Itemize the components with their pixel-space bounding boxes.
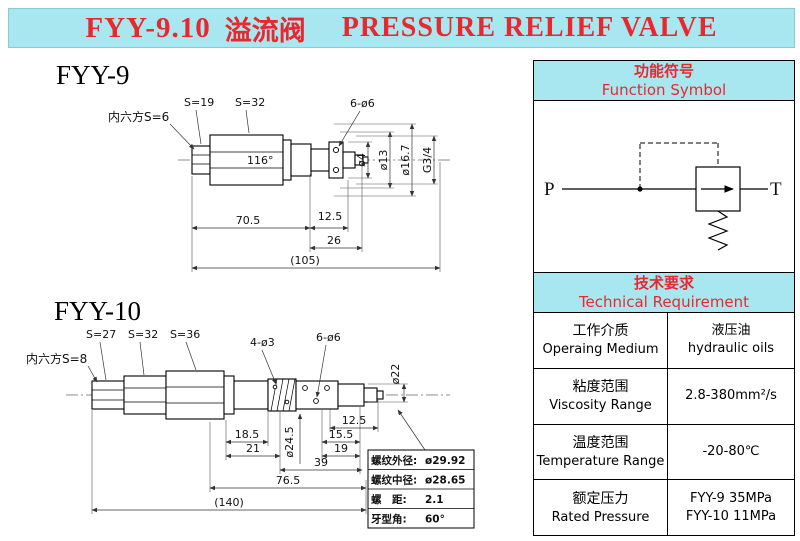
title-model: FYY-9.10 [85,11,211,44]
spec-value-line1: 液压油 [711,323,751,339]
spec-value: FYY-9 35MPa FYY-10 11MPa [668,480,794,535]
spring-symbol [706,210,729,251]
function-symbol-header: 功能符号 Function Symbol [534,61,794,101]
fyy10-dim-18-5: 18.5 [235,428,260,441]
function-symbol-title-en: Function Symbol [601,80,727,99]
fyy10-dim-holes4: 4-ø3 [250,336,275,349]
fyy9-length-dimensions: 70.5 12.5 26 (105) [191,162,441,272]
technical-title-cn: 技术要求 [633,273,694,292]
function-symbol-title-cn: 功能符号 [633,61,694,80]
spec-value-line1: FYY-9 35MPa [690,490,772,506]
fyy10-dim-s27: S=27 [86,328,116,341]
technical-drawings: FYY-9 S=19 S=32 内六方S=6 6-ø6 116° [26,60,475,529]
spec-label-en: Rated Pressure [551,509,650,525]
spec-value-line1: -20-80℃ [702,443,760,459]
fyy9-dim-d13: ø13 [377,150,390,171]
technical-requirement-header: 技术要求 Technical Requirement [534,273,794,313]
fyy10-dim-d22: ø22 [389,364,402,385]
fyy9-drawing: FYY-9 S=19 S=32 内六方S=6 6-ø6 116° [56,60,452,272]
fyy9-label: FYY-9 [56,60,130,90]
fyy9-diameter-dimensions: ø4 ø13 ø16.7 G3/4 [334,123,438,197]
title-english: PRESSURE RELIEF VALVE [341,12,718,43]
spec-value-line1: 2.8-380mm²/s [685,388,777,404]
fyy9-dim-thread: G3/4 [421,147,434,173]
fyy9-dim-12-5: 12.5 [318,210,343,223]
spec-value: 2.8-380mm²/s [668,369,794,424]
fyy9-dim-d4: ø4 [355,153,368,167]
thread-angle-value: 60° [425,514,445,526]
fyy9-dim-s19: S=19 [184,96,214,109]
fyy9-dim-holes: 6-ø6 [350,97,375,110]
spec-table: 工作介质 Operaing Medium 液压油 hydraulic oils … [534,313,794,535]
thread-pitch-value: 2.1 [425,494,444,506]
fyy10-dim-hex-socket: 内六方S=8 [26,351,87,366]
spec-label: 工作介质 Operaing Medium [534,313,668,368]
fyy10-dim-39: 39 [314,456,328,469]
fyy10-dim-76-5: 76.5 [276,474,301,487]
fyy10-dim-12-5: 12.5 [342,414,367,427]
thread-angle-label: 牙型角: [371,513,407,526]
fyy9-dim-angle: 116° [247,154,274,167]
fyy9-callouts: S=19 S=32 内六方S=6 6-ø6 116° [108,96,375,167]
fyy9-dim-d16-7: ø16.7 [399,144,412,175]
fyy10-callouts: S=27 S=32 S=36 内六方S=8 4-ø3 6-ø6 [26,328,341,398]
spec-value-line2: FYY-10 11MPa [685,508,777,524]
fyy10-drawing: FYY-10 S=27 S=32 S=36 [26,296,475,529]
thread-pd-value: ø28.65 [425,475,465,487]
title-banner: FYY-9.10 溢流阀 PRESSURE RELIEF VALVE [8,8,795,48]
thread-spec-table: 螺纹外径: ø29.92 螺纹中径: ø28.65 螺 距: 2.1 牙型角: … [367,409,475,529]
spec-label-en: Temperature Range [536,453,665,469]
fyy10-dim-19: 19 [334,442,348,455]
fyy9-dim-105: (105) [290,254,320,267]
thread-od-label: 螺纹外径: [371,454,417,467]
fyy9-dim-s32: S=32 [235,96,265,109]
spec-label-en: Operaing Medium [542,342,659,358]
spec-value-line2: hydraulic oils [687,341,775,357]
fyy10-length-dimensions: 18.5 12.5 15.5 21 19 39 76.5 (140) [91,400,379,514]
spec-label-cn: 工作介质 [572,323,629,340]
fyy10-diameter-dimensions: ø22 ø24.5 [283,364,408,464]
spec-value: -20-80℃ [668,425,794,480]
port-p-label: P [544,179,555,200]
fyy9-dim-26: 26 [327,234,341,247]
spec-label: 额定压力 Rated Pressure [534,480,668,535]
spec-label-cn: 粘度范围 [572,379,629,396]
thread-pd-label: 螺纹中径: [371,474,417,487]
fyy10-dim-s32: S=32 [128,328,158,341]
fyy10-dim-s36: S=36 [170,328,200,341]
fyy9-dim-70-5: 70.5 [236,214,261,227]
spec-label-cn: 额定压力 [572,490,629,507]
spec-row-viscosity-range: 粘度范围 Viscosity Range 2.8-380mm²/s [534,368,794,425]
fyy10-dim-15-5: 15.5 [329,428,354,441]
spec-label-cn: 温度范围 [572,434,629,451]
fyy9-valve-body [191,134,369,186]
fyy9-dim-hex-socket: 内六方S=6 [108,109,169,124]
spec-label: 粘度范围 Viscosity Range [534,368,668,424]
technical-title-en: Technical Requirement [578,292,750,311]
thread-od-value: ø29.92 [425,455,465,467]
spec-row-operating-medium: 工作介质 Operaing Medium 液压油 hydraulic oils [534,313,794,369]
function-symbol-diagram: P T [544,142,782,251]
spec-label: 温度范围 Temperature Range [534,424,668,480]
fyy10-dim-140: (140) [214,496,244,509]
thread-pitch-label: 螺 距: [371,493,407,506]
title-chinese: 溢流阀 [224,15,306,46]
fyy10-dim-holes6: 6-ø6 [316,331,341,344]
fyy10-dim-21: 21 [246,442,260,455]
function-symbol-cell: P T [534,101,794,273]
fyy10-valve-body [91,370,384,420]
fyy10-dim-d24-5: ø24.5 [283,426,296,457]
spec-row-temperature-range: 温度范围 Temperature Range -20-80℃ [534,424,794,481]
spec-panel: 功能符号 Function Symbol P T 技术要求 Technical … [533,60,795,536]
fyy10-label: FYY-10 [54,296,141,326]
spec-label-en: Viscosity Range [549,398,652,414]
port-t-label: T [770,179,782,200]
spec-row-rated-pressure: 额定压力 Rated Pressure FYY-9 35MPa FYY-10 1… [534,480,794,535]
spec-value: 液压油 hydraulic oils [668,313,794,368]
